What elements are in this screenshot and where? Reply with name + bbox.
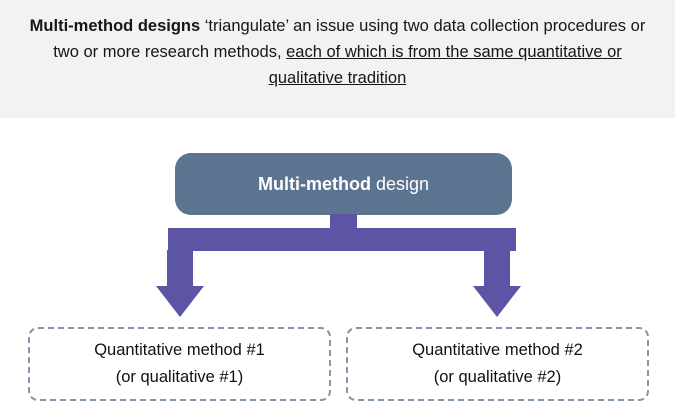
header-text: Multi-method designs ‘triangulate’ an is… xyxy=(25,13,650,91)
header-body-phrase: ‘triangulate’ an issue using two data co… xyxy=(53,17,646,61)
root-node-multi-method-design: Multi-method design xyxy=(175,153,512,215)
leaf-1-line-2: (or qualitative #1) xyxy=(115,368,244,386)
connector-horizontal-bar xyxy=(168,228,516,251)
down-arrow-left-icon xyxy=(156,286,204,317)
leaf-node-method-1: Quantitative method #1 (or qualitative #… xyxy=(28,327,331,401)
header-bold-phrase: Multi-method designs xyxy=(29,17,201,35)
root-label-bold: Multi-method xyxy=(257,173,371,194)
root-node-label: Multi-method design xyxy=(258,174,429,195)
leaf-1-line-1: Quantitative method #1 xyxy=(94,341,265,359)
header-block: Multi-method designs ‘triangulate’ an is… xyxy=(0,0,675,118)
down-arrow-right-icon xyxy=(473,286,521,317)
connector-center-stem xyxy=(330,214,357,232)
leaf-2-line-2: (or qualitative #2) xyxy=(433,368,562,386)
connector-right-stem xyxy=(484,250,510,287)
leaf-node-method-2: Quantitative method #2 (or qualitative #… xyxy=(346,327,649,401)
leaf-2-line-1: Quantitative method #2 xyxy=(412,341,583,359)
root-label-rest: design xyxy=(370,173,430,194)
connector-left-stem xyxy=(167,250,193,287)
header-underlined-phrase: each of which is from the same quantitat… xyxy=(268,43,622,87)
